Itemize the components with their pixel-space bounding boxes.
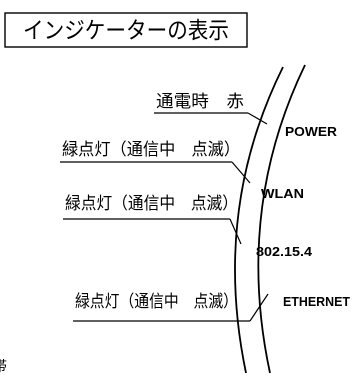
callout-802154-text: 緑点灯（通信中 点滅） <box>65 194 238 214</box>
callout-ethernet: 緑点灯（通信中 点滅） <box>73 292 269 322</box>
callout-power-leader <box>247 112 268 125</box>
margin-fragment-text: 帯 <box>0 359 7 373</box>
callout-802154: 緑点灯（通信中 点滅） <box>63 194 242 245</box>
device-inner-edge <box>257 64 306 374</box>
callout-power: 通電時 赤 <box>154 92 268 125</box>
callout-power-text: 通電時 赤 <box>156 92 244 112</box>
indicator-label-ethernet: ETHERNET <box>283 295 350 309</box>
callout-wlan-text: 緑点灯（通信中 点滅） <box>62 140 240 160</box>
diagram-title: インジケーターの表示 <box>23 18 229 44</box>
callout-802154-leader <box>229 218 242 245</box>
callout-wlan: 緑点灯（通信中 点滅） <box>60 140 251 184</box>
callout-ethernet-leader <box>249 293 269 322</box>
callout-ethernet-text: 緑点灯（通信中 点滅） <box>75 292 238 312</box>
indicator-label-802154: 802.15.4 <box>256 245 312 259</box>
indicator-label-power: POWER <box>285 125 337 139</box>
indicator-label-wlan: WLAN <box>261 187 304 201</box>
device-outer-edge <box>234 66 284 374</box>
callout-wlan-leader <box>231 161 251 184</box>
title-box <box>4 12 248 48</box>
